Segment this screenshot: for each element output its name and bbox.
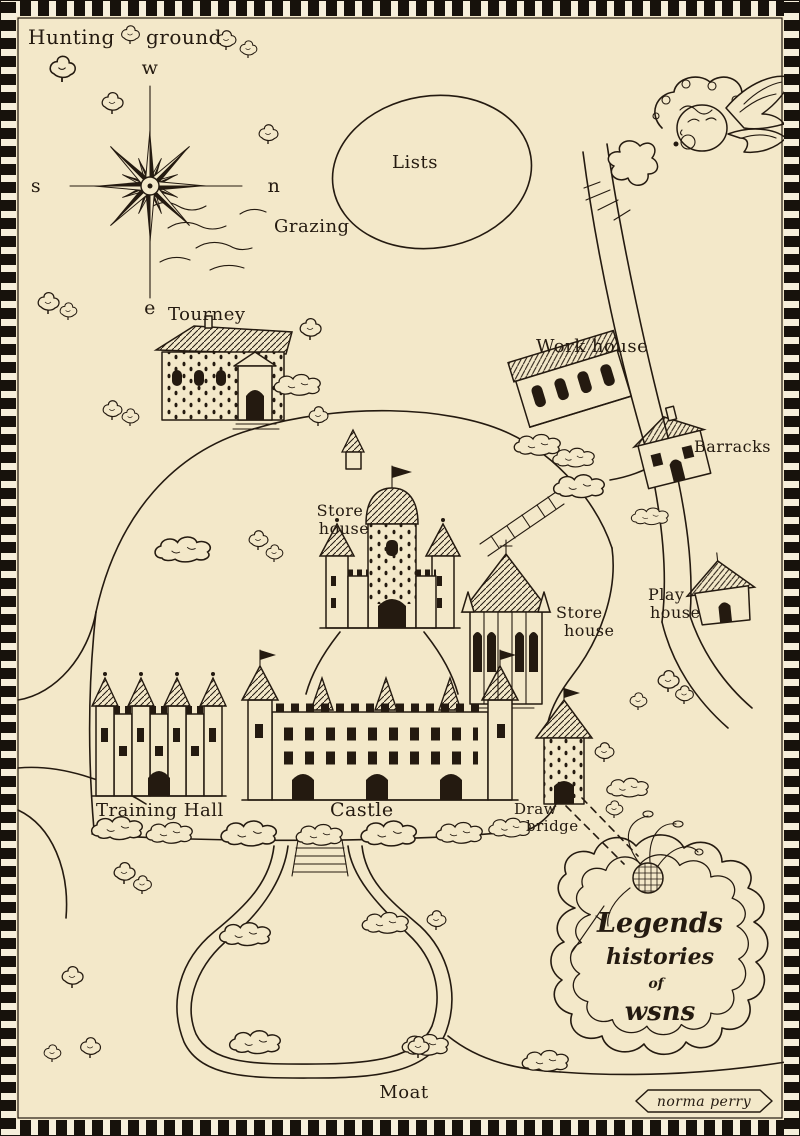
bush-icon: [295, 823, 343, 846]
cartouche-line1: Legends: [596, 908, 723, 939]
turret-illustration: [340, 428, 366, 470]
flag-icon: [260, 650, 276, 660]
cartouche-line3: of: [648, 976, 666, 992]
helm-plume-decoration: [571, 810, 704, 953]
bush-icon: [145, 821, 193, 844]
bush-icon: [552, 447, 595, 468]
signature-text: norma perry: [657, 1094, 752, 1110]
barracks-building: [631, 405, 712, 490]
blown-cloud: [607, 140, 659, 186]
wind-cherub-illustration: [583, 75, 793, 221]
label-store-house-church-2: house: [564, 621, 614, 640]
label-store-house-church-1: Store: [556, 603, 603, 622]
flag-icon: [564, 688, 580, 698]
play-house-building: [685, 552, 757, 626]
label-work-house: Work house: [536, 336, 648, 357]
bush-icon: [521, 1049, 569, 1072]
bush-icon: [273, 373, 321, 396]
label-play-house-2: house: [650, 603, 700, 622]
bush-icon: [606, 777, 649, 798]
label-castle: Castle: [330, 799, 394, 821]
bush-icon: [435, 821, 483, 844]
bush-icon: [513, 433, 561, 456]
training-hall-building: [90, 672, 228, 797]
place-labels: Hunting ground Lists Grazing Tourney Wor…: [28, 25, 771, 1103]
bush-icon: [630, 507, 669, 526]
title-cartouche: Legends histories of wsns: [550, 810, 769, 1056]
compass-letter-e: e: [144, 297, 156, 319]
label-training-hall: Training Hall: [96, 800, 224, 821]
label-draw-bridge-2: bridge: [526, 817, 579, 835]
store-house-church-building: [460, 539, 552, 709]
signature-ribbon: norma perry: [635, 1089, 773, 1113]
compass-letter-n: n: [268, 175, 281, 197]
bush-icon: [154, 536, 212, 563]
label-ground: ground: [146, 25, 222, 49]
cartouche-line4: wsns: [625, 997, 696, 1027]
bush-icon: [220, 820, 278, 847]
label-grazing: Grazing: [274, 216, 350, 237]
label-moat: Moat: [379, 1082, 428, 1103]
draw-bridge-dashes: [565, 797, 639, 865]
label-lists: Lists: [392, 152, 438, 173]
label-tourney: Tourney: [168, 304, 246, 325]
label-store-house-keep-1: Store: [317, 501, 364, 520]
label-draw-bridge-1: Draw: [514, 800, 557, 818]
label-hunting: Hunting: [28, 25, 115, 49]
compass-letter-s: s: [31, 175, 41, 197]
bush-icon: [228, 1030, 281, 1055]
label-play-house-1: Play: [648, 585, 684, 604]
store-house-keep-building: [318, 465, 462, 629]
bush-icon: [360, 820, 418, 847]
castle-building: [240, 649, 520, 801]
tourney-building: [153, 315, 293, 430]
bush-icon: [488, 817, 531, 838]
work-house-building: [507, 329, 633, 428]
compass-letter-w: w: [142, 57, 159, 79]
flag-icon: [392, 466, 412, 478]
draw-bridge-tower: [534, 687, 639, 865]
compass-rose: w s n e: [31, 57, 281, 319]
bush-icon: [218, 922, 271, 947]
flag-icon: [500, 650, 516, 660]
bush-icon: [552, 474, 605, 499]
bush-icon: [361, 911, 409, 934]
lists-field: [331, 94, 533, 250]
cartouche-line2: histories: [606, 944, 714, 970]
ladder-path: [479, 491, 565, 557]
label-barracks: Barracks: [694, 437, 771, 456]
label-store-house-keep-2: house: [319, 519, 369, 538]
